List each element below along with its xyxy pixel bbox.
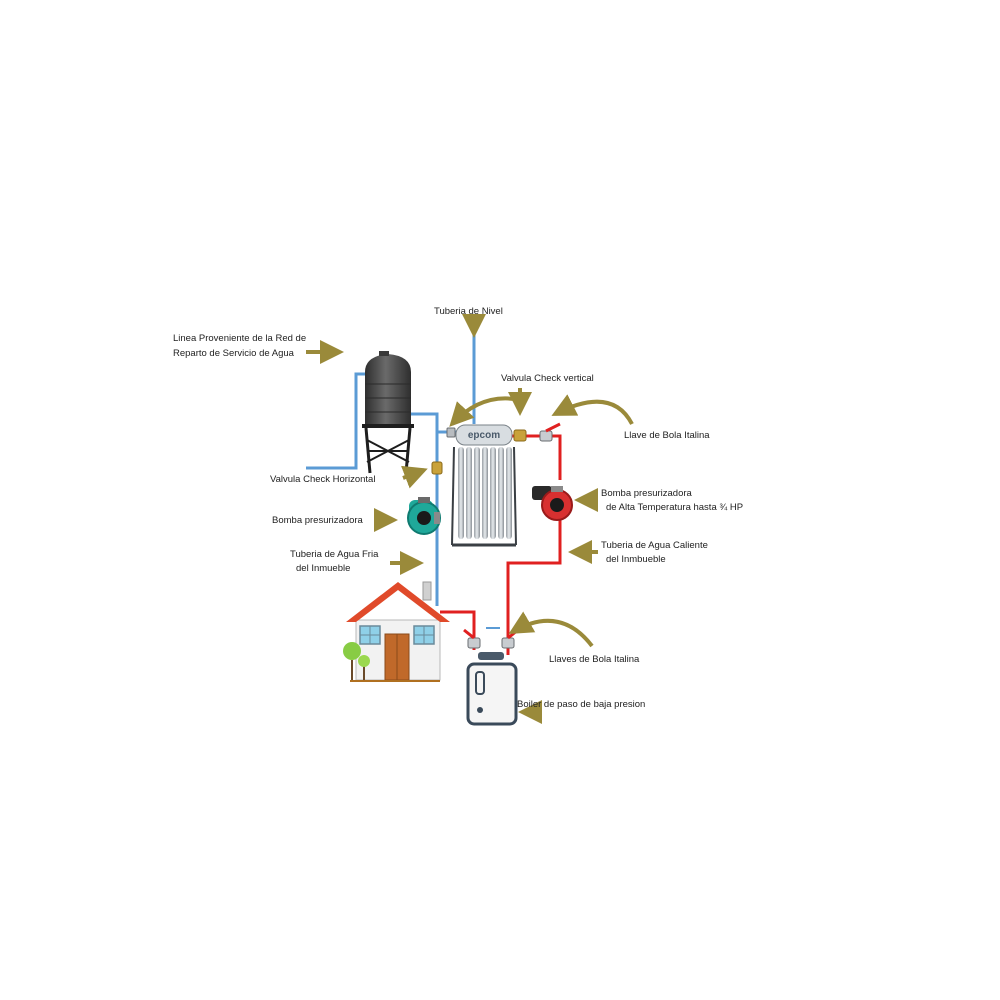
label-llaves-bola: Llaves de Bola Italina — [549, 654, 640, 665]
label-tuberia-nivel: Tuberia de Nivel — [434, 306, 503, 317]
arrow-icon — [306, 314, 634, 724]
house-icon — [346, 581, 450, 682]
label-linea-1: Linea Proveniente de la Red de — [173, 333, 306, 344]
arrow-valvula-horizontal — [401, 465, 428, 489]
label-caliente-1: Tuberia de Agua Caliente — [601, 540, 708, 551]
label-fria-2: del Inmueble — [296, 563, 350, 574]
water-tank-icon — [362, 351, 414, 474]
solar-heater-icon: epcom — [451, 424, 517, 547]
arrow-llaves-bola — [508, 611, 594, 648]
label-boiler: Boiler de paso de baja presion — [517, 699, 645, 710]
label-bomba-alta-2: de Alta Temperatura hasta ¾ HP — [606, 502, 743, 513]
ball-valve-icon — [463, 422, 561, 649]
label-bomba: Bomba presurizadora — [272, 515, 364, 526]
brand-label: epcom — [468, 430, 500, 441]
label-llave-bola: Llave de Bola Italina — [624, 430, 710, 441]
tank-outlet-pipe — [410, 412, 439, 600]
vacuum-tubes — [458, 447, 512, 539]
check-valve-icon — [431, 427, 527, 475]
arrow-llave-bola — [551, 394, 634, 425]
booster-pump — [407, 497, 441, 535]
tree-icon — [343, 642, 370, 680]
arrow-valvula-curve — [449, 396, 521, 427]
label-valvula-vertical: Valvula Check vertical — [501, 373, 594, 384]
hot-return-pipe — [506, 520, 562, 640]
high-temp-pump — [532, 486, 573, 521]
label-valvula-horizontal: Valvula Check Horizontal — [270, 474, 375, 485]
supply-line-pipe — [306, 372, 370, 470]
label-linea-2: Reparto de Servicio de Agua — [173, 348, 295, 359]
diagram-labels: Linea Proveniente de la Red de Reparto d… — [173, 306, 743, 710]
label-fria-1: Tuberia de Agua Fria — [290, 549, 379, 560]
hot-outlet-pipe — [510, 434, 562, 480]
label-bomba-alta-1: Bomba presurizadora — [601, 488, 693, 499]
boiler-icon — [466, 652, 518, 726]
pump-icon — [407, 486, 573, 535]
label-caliente-2: del Inmbueble — [606, 554, 666, 565]
